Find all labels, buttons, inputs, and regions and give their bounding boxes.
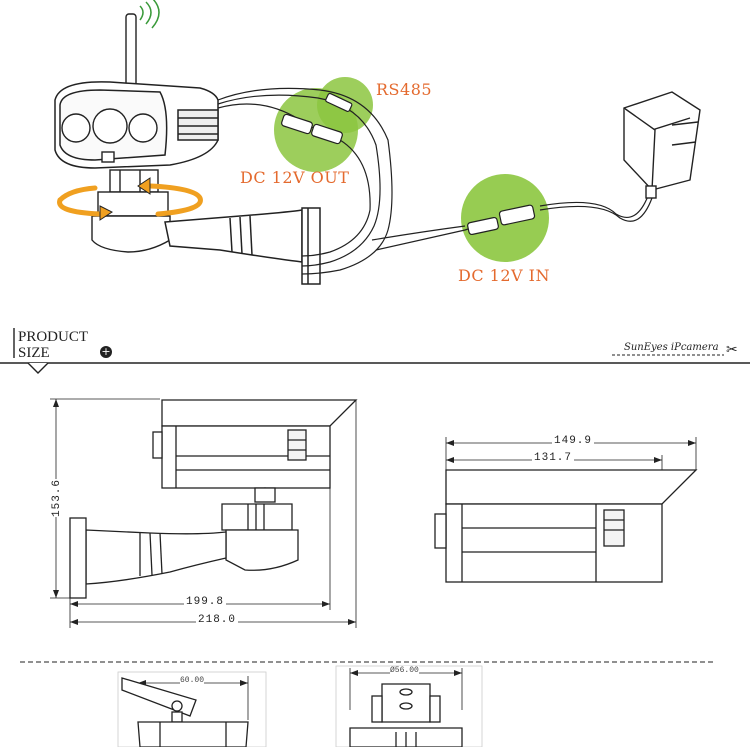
section-title-line1: PRODUCT: [18, 329, 89, 345]
dc-in-label: DC 12V IN: [458, 266, 550, 285]
side-bracket-dimension: 199.8: [184, 596, 227, 608]
camera-mount: [91, 169, 171, 253]
power-adapter: [623, 91, 701, 199]
top-body-dimension: 131.7: [532, 452, 575, 464]
scissors-icon: ✂: [726, 342, 738, 358]
cables: [217, 87, 653, 275]
bottom-left-width-dimension: 60.00: [180, 676, 205, 685]
top-view-body: [445, 503, 663, 583]
rs485-label: RS485: [376, 80, 433, 99]
dc-in-connector: [467, 204, 536, 236]
dc-out-label: DC 12V OUT: [240, 168, 350, 187]
top-total-dimension: 149.9: [552, 435, 595, 447]
section-title-line2: SIZE: [18, 345, 50, 361]
plus-circle-icon: +: [100, 345, 112, 358]
side-total-dimension: 218.0: [196, 614, 239, 626]
wifi-signal-icon: [139, 0, 160, 29]
rs485-connector: [325, 92, 353, 112]
ir-leds: [61, 108, 158, 163]
dc-out-connector: [281, 113, 343, 145]
bottom-right-diameter-dimension: Ø56.00: [390, 666, 419, 675]
rotate-arrow-icon: [57, 183, 203, 217]
brand-label: SunEyes iPcamera: [624, 342, 719, 353]
